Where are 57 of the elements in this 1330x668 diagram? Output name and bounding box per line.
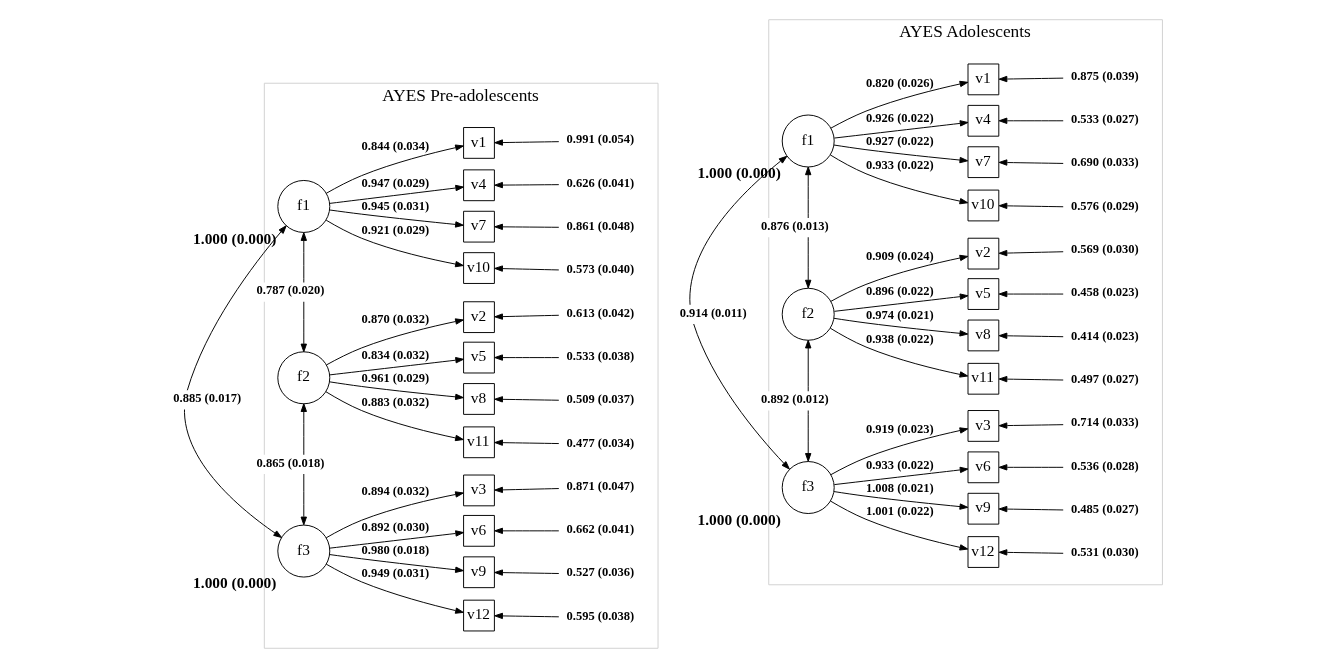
node-text: 0.626 (0.041) <box>566 175 634 190</box>
edge-label: 0.892 (0.030) <box>361 520 429 535</box>
node-text: 0.509 (0.037) <box>566 392 634 407</box>
node-text: 0.613 (0.042) <box>566 305 634 320</box>
node-text: 0.714 (0.033) <box>1070 415 1139 430</box>
edge-label: 0.865 (0.018) <box>256 455 324 470</box>
edge-label: 1.008 (0.021) <box>865 480 934 495</box>
edge-label: 0.876 (0.013) <box>760 218 829 233</box>
edge-label: 0.883 (0.032) <box>361 395 429 410</box>
edge-label: 0.885 (0.017) <box>172 391 241 406</box>
edge-label: 0.927 (0.022) <box>865 134 934 149</box>
node-text: 0.527 (0.036) <box>566 565 634 580</box>
node-text: 0.536 (0.028) <box>1070 458 1139 473</box>
node-text: 0.533 (0.038) <box>566 348 634 363</box>
node-text: 0.861 (0.048) <box>566 218 634 233</box>
edge-label: 0.834 (0.032) <box>361 347 429 362</box>
edge-label: 0.961 (0.029) <box>361 371 429 386</box>
node-text: 0.576 (0.029) <box>1070 198 1139 213</box>
edge-label: 0.947 (0.029) <box>361 175 429 190</box>
edge-label: 0.933 (0.022) <box>865 158 934 173</box>
edge-label: 0.820 (0.026) <box>865 75 934 90</box>
node-label: 1.000 (0.000) <box>192 574 276 592</box>
edge-label: 0.945 (0.031) <box>361 198 429 213</box>
edge-label: 0.980 (0.018) <box>361 543 429 558</box>
edge-label: 0.926 (0.022) <box>865 111 934 126</box>
node-text: 0.662 (0.041) <box>566 522 634 537</box>
node-label: 1.000 (0.000) <box>192 229 276 247</box>
edge-label: 1.001 (0.022) <box>865 503 934 518</box>
node-text: 0.497 (0.027) <box>1070 372 1139 386</box>
edge-label: 0.787 (0.020) <box>256 283 324 298</box>
node-text: 0.871 (0.047) <box>566 478 634 493</box>
edge-label: 0.933 (0.022) <box>865 457 934 472</box>
node-text: 0.573 (0.040) <box>566 262 634 277</box>
node-text: 0.690 (0.033) <box>1070 155 1139 170</box>
node-text: 0.991 (0.054) <box>566 132 634 147</box>
node-text: 0.569 (0.030) <box>1070 242 1139 257</box>
node-text: 0.533 (0.027) <box>1070 112 1139 127</box>
edge-label: 0.921 (0.029) <box>361 222 429 237</box>
node-text: 0.458 (0.023) <box>1070 285 1139 300</box>
edge-label: 0.896 (0.022) <box>865 284 934 299</box>
edge-label: 0.938 (0.022) <box>865 331 934 346</box>
edge-label: 0.870 (0.032) <box>361 312 429 327</box>
edge-label: 0.844 (0.034) <box>361 139 429 154</box>
node-text: 0.485 (0.027) <box>1070 501 1139 516</box>
edge-label: 0.919 (0.023) <box>865 422 934 437</box>
edge-label: 0.949 (0.031) <box>361 566 429 581</box>
node-text: 0.875 (0.039) <box>1070 68 1139 83</box>
node-text: 0.595 (0.038) <box>566 608 634 623</box>
node-text: 0.414 (0.023) <box>1070 328 1139 343</box>
node-text: 0.531 (0.030) <box>1070 545 1139 560</box>
edge-label: 0.914 (0.011) <box>679 305 747 320</box>
edge-label: 0.894 (0.032) <box>361 483 429 498</box>
node-label: 1.000 (0.000) <box>697 510 781 528</box>
edge-label: 0.892 (0.012) <box>760 392 829 407</box>
node-text: 0.477 (0.034) <box>566 435 634 450</box>
edge-label: 0.974 (0.021) <box>865 307 934 322</box>
edge-label: 0.909 (0.024) <box>865 248 934 263</box>
